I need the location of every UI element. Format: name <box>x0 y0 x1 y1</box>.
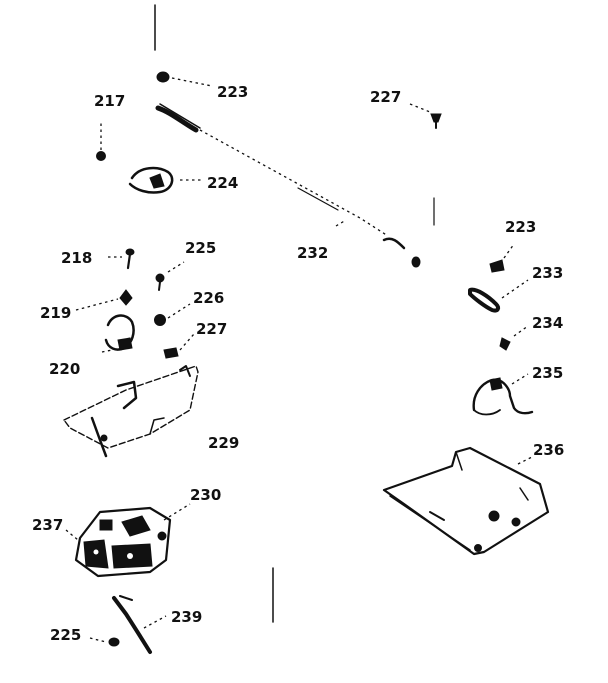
part-239-rod <box>112 595 167 654</box>
callout-217: 217 <box>94 92 125 110</box>
part-223-right <box>489 243 515 273</box>
part-218-pin <box>108 248 135 270</box>
part-223-top <box>156 71 213 87</box>
callout-224: 224 <box>207 174 238 192</box>
callout-227-top: 227 <box>370 88 401 106</box>
part-234 <box>499 325 529 351</box>
callout-219: 219 <box>40 304 71 322</box>
callout-234: 234 <box>532 314 563 332</box>
callout-232: 232 <box>297 244 328 262</box>
callout-225-mid: 225 <box>185 239 216 257</box>
callout-236: 236 <box>533 441 564 459</box>
callout-225-bottom: 225 <box>50 626 81 644</box>
callout-223-right: 223 <box>505 218 536 236</box>
callout-230: 230 <box>190 486 221 504</box>
part-220-bracket <box>101 314 135 353</box>
callout-233: 233 <box>532 264 563 282</box>
part-235-bracket <box>472 373 534 416</box>
part-227-top <box>409 103 442 129</box>
callout-218: 218 <box>61 249 92 267</box>
callout-223-top: 223 <box>217 83 248 101</box>
part-225-bottom <box>89 637 120 647</box>
callout-237: 237 <box>32 516 63 534</box>
part-230-237-unit <box>65 503 191 578</box>
part-219 <box>75 289 133 311</box>
part-227-mid <box>163 333 195 359</box>
part-236-base-plate <box>382 446 550 556</box>
callout-239: 239 <box>171 608 202 626</box>
part-224-clip <box>128 166 204 194</box>
part-225-mid <box>155 261 185 291</box>
callout-235: 235 <box>532 364 563 382</box>
part-229-plate <box>63 365 199 458</box>
part-217 <box>96 122 106 161</box>
callout-229: 229 <box>208 434 239 452</box>
part-226 <box>154 303 191 326</box>
callout-220: 220 <box>49 360 80 378</box>
callout-226: 226 <box>193 289 224 307</box>
part-233 <box>468 279 529 313</box>
part-232-shaft <box>155 103 421 268</box>
callout-227-mid: 227 <box>196 320 227 338</box>
